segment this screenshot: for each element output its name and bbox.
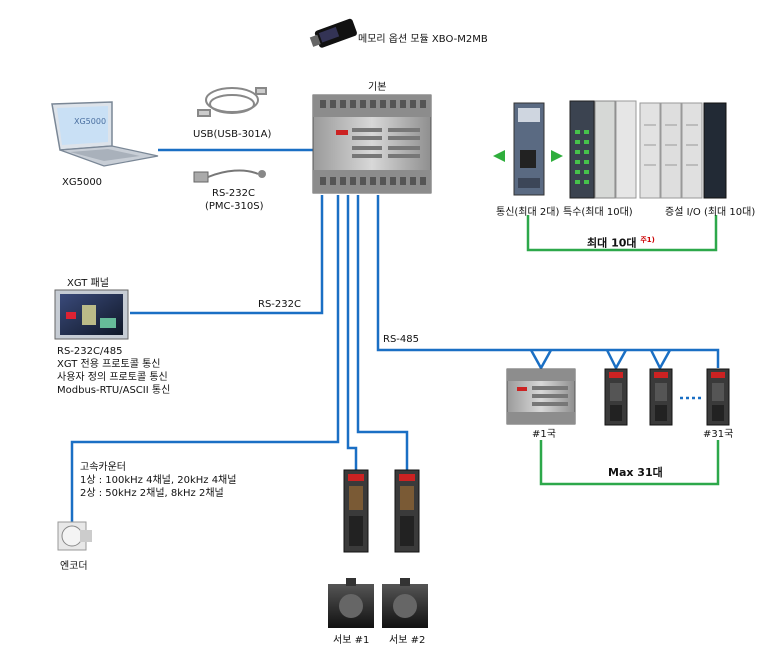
link-counter <box>70 195 340 530</box>
station31-label: #31국 <box>703 429 734 440</box>
max31-label: Max 31대 <box>608 466 663 479</box>
panel-info-line-2: XGT 전용 프로토콜 통신 <box>57 359 161 370</box>
encoder-icon <box>57 521 92 551</box>
usb-cable-label: USB(USB-301A) <box>193 129 272 140</box>
rs232c-cable-label: RS-232C <box>212 188 255 199</box>
max10-label: 최대 10대 주1) <box>587 234 655 250</box>
servo-motor-icon <box>328 578 428 628</box>
panel-info-line-4: Modbus-RTU/ASCII 통신 <box>57 385 171 396</box>
link-rs485 <box>376 195 720 368</box>
bus-station1 <box>529 349 553 371</box>
link-servo1 <box>346 195 358 470</box>
rs232c-link-label: RS-232C <box>258 299 301 310</box>
group-brackets <box>526 215 720 486</box>
comm-module-icon <box>513 102 545 196</box>
hmi-panel-icon <box>54 289 129 340</box>
svg-text:XG5000: XG5000 <box>74 117 106 126</box>
arrow-right-icon <box>551 150 563 162</box>
xg5000-label: XG5000 <box>62 177 103 188</box>
bracket-max10 <box>526 215 718 252</box>
panel-info-line-3: 사용자 정의 프로토콜 통신 <box>57 372 168 383</box>
xgt-panel-label: XGT 패널 <box>67 278 109 289</box>
base-unit-label: 기본 <box>368 82 387 93</box>
bus-station3 <box>649 349 672 371</box>
laptop-icon: XG5000 <box>51 101 159 167</box>
servo2-label: 서보 #2 <box>389 635 426 646</box>
special-module-icon <box>569 100 637 199</box>
counter-line-1: 1상 : 100kHz 4채널, 20kHz 4채널 <box>80 475 237 486</box>
serial-cable-icon <box>193 169 266 183</box>
link-servo2 <box>356 195 409 470</box>
plc-base-icon <box>312 94 432 194</box>
encoder-label: 엔코더 <box>60 561 88 572</box>
servo1-label: 서보 #1 <box>333 635 370 646</box>
max10-text: 최대 10대 <box>587 236 637 250</box>
usb-cable-icon <box>197 87 267 117</box>
servo-drive-icon <box>343 368 730 553</box>
note-marker: 주1) <box>640 236 655 244</box>
station1-label: #1국 <box>532 429 556 440</box>
arrow-left-icon <box>493 150 505 162</box>
comm-module-label: 통신(최대 2대) <box>496 207 560 218</box>
special-module-label: 특수(최대 10대) <box>563 207 633 218</box>
counter-title: 고속카운터 <box>80 462 126 473</box>
connection-lines <box>70 148 720 530</box>
memory-module-icon <box>309 18 357 48</box>
expansion-io-label: 증설 I/O (최대 10대) <box>665 207 756 218</box>
counter-line-2: 2상 : 50kHz 2채널, 8kHz 2채널 <box>80 488 224 499</box>
link-rs232c-panel <box>130 195 324 315</box>
inverter-icon <box>506 368 576 425</box>
rs485-link-label: RS-485 <box>383 334 419 345</box>
pmc-cable-label: (PMC-310S) <box>205 201 264 212</box>
io-module-icon <box>639 102 727 199</box>
bracket-max31 <box>539 440 720 486</box>
bus-station2 <box>605 349 628 371</box>
panel-info-line-1: RS-232C/485 <box>57 346 123 357</box>
memory-module-label: 메모리 옵션 모듈 XBO-M2MB <box>358 34 488 45</box>
